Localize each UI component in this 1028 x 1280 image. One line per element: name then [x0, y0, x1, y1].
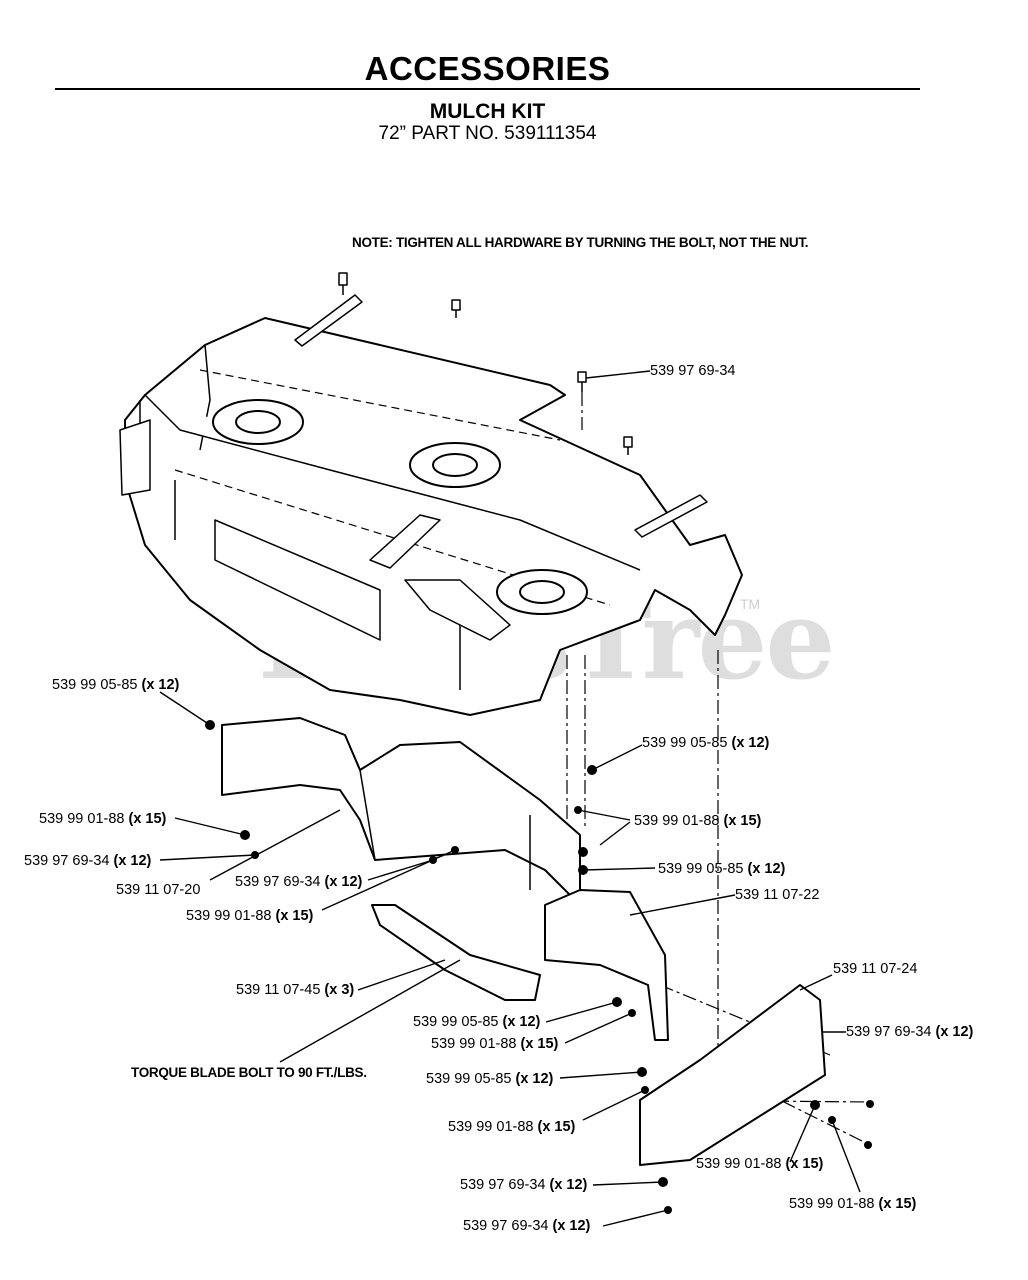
callout-part[interactable]: 539 99 01-88 (x 15) — [448, 1119, 575, 1135]
callout-part[interactable]: 539 99 01-88 (x 15) — [696, 1156, 823, 1172]
callout-part-number: 539 99 01-88 — [39, 811, 125, 827]
callout-part[interactable]: 539 11 07-20 — [116, 882, 200, 898]
callout-part[interactable]: 539 97 69-34 (x 12) — [460, 1177, 587, 1193]
callout-qty: (x 15) — [537, 1119, 576, 1135]
callout-part[interactable]: 539 97 69-34 (x 12) — [235, 874, 362, 890]
callout-part[interactable]: 539 99 05-85 (x 12) — [426, 1071, 553, 1087]
callout-qty: (x 3) — [324, 982, 355, 998]
callout-part-number: 539 11 07-20 — [116, 882, 201, 898]
callout-qty: (x 12) — [549, 1177, 588, 1193]
callout-part-number: 539 99 05-85 — [642, 735, 728, 751]
blade — [371, 904, 541, 1001]
callout-part[interactable]: 539 97 69-34 (x 12) — [463, 1218, 590, 1234]
callout-part[interactable]: 539 99 01-88 (x 15) — [634, 813, 761, 829]
callout-qty: (x 15) — [785, 1156, 824, 1172]
torque-note: TORQUE BLADE BOLT TO 90 FT./LBS. — [131, 1065, 367, 1080]
callout-qty: (x 12) — [502, 1014, 541, 1030]
callout-part-number: 539 99 01-88 — [634, 813, 720, 829]
callout-part[interactable]: 539 97 69-34 (x 12) — [846, 1024, 973, 1040]
callout-qty: (x 15) — [275, 908, 314, 924]
callout-part[interactable]: 539 97 69-34 — [650, 363, 735, 379]
callout-part-number: 539 97 69-34 — [235, 874, 321, 890]
page-title: ACCESSORIES — [364, 50, 611, 87]
callout-part[interactable]: 539 99 01-88 (x 15) — [431, 1036, 558, 1052]
callout-part-number: 539 97 69-34 — [650, 363, 736, 379]
callout-part-number: 539 11 07-22 — [735, 887, 820, 903]
kit-part-number: 72” PART NO. 539111354 — [378, 123, 597, 144]
callout-part[interactable]: 539 11 07-24 — [833, 961, 917, 977]
watermark-tm: TM — [740, 596, 761, 612]
callout-part-number: 539 99 01-88 — [696, 1156, 782, 1172]
callout-part-number: 539 99 01-88 — [186, 908, 272, 924]
callout-qty: (x 12) — [552, 1218, 591, 1234]
callout-part-number: 539 99 01-88 — [431, 1036, 517, 1052]
callout-part-number: 539 97 69-34 — [846, 1024, 932, 1040]
callout-qty: (x 12) — [935, 1024, 974, 1040]
callout-part[interactable]: 539 99 01-88 (x 15) — [39, 811, 166, 827]
callout-part-number: 539 99 05-85 — [426, 1071, 512, 1087]
deck-bolts — [338, 272, 633, 455]
callout-part-number: 539 97 69-34 — [24, 853, 110, 869]
callout-qty: (x 12) — [731, 735, 770, 751]
hardware — [205, 720, 874, 1214]
callout-part-number: 539 99 01-88 — [448, 1119, 534, 1135]
callout-qty: (x 12) — [747, 861, 786, 877]
deck-brackets — [119, 294, 708, 641]
callout-part[interactable]: 539 99 01-88 (x 15) — [186, 908, 313, 924]
callout-part[interactable]: 539 99 05-85 (x 12) — [642, 735, 769, 751]
spindle-rings — [212, 399, 588, 615]
callout-part-number: 539 99 05-85 — [413, 1014, 499, 1030]
hardware-note: NOTE: TIGHTEN ALL HARDWARE BY TURNING TH… — [352, 235, 809, 250]
callout-part[interactable]: 539 11 07-45 (x 3) — [236, 982, 354, 998]
callout-qty: (x 15) — [878, 1196, 917, 1212]
kit-title: MULCH KIT — [429, 100, 546, 123]
callout-part[interactable]: 539 99 01-88 (x 15) — [789, 1196, 916, 1212]
callout-part-number: 539 97 69-34 — [463, 1218, 549, 1234]
callout-part-number: 539 99 05-85 — [52, 677, 138, 693]
callout-part-number: 539 11 07-45 — [236, 982, 321, 998]
baffle-right — [544, 889, 669, 1041]
callout-qty: (x 12) — [141, 677, 180, 693]
callout-part[interactable]: 539 99 05-85 (x 12) — [413, 1014, 540, 1030]
callout-qty: (x 12) — [113, 853, 152, 869]
baffle-plate — [639, 984, 826, 1166]
callout-part[interactable]: 539 97 69-34 (x 12) — [24, 853, 151, 869]
callout-part[interactable]: 539 99 05-85 (x 12) — [658, 861, 785, 877]
callout-qty: (x 15) — [520, 1036, 559, 1052]
callout-qty: (x 15) — [128, 811, 167, 827]
callout-part-number: 539 99 05-85 — [658, 861, 744, 877]
title-rule — [55, 88, 920, 90]
leader-lines — [159, 370, 861, 1227]
callout-qty: (x 15) — [723, 813, 762, 829]
callout-qty: (x 12) — [324, 874, 363, 890]
callout-qty: (x 12) — [515, 1071, 554, 1087]
callout-part-number: 539 99 01-88 — [789, 1196, 875, 1212]
callout-part[interactable]: 539 11 07-22 — [735, 887, 819, 903]
callout-part-number: 539 11 07-24 — [833, 961, 918, 977]
callout-part[interactable]: 539 99 05-85 (x 12) — [52, 677, 179, 693]
callout-part-number: 539 97 69-34 — [460, 1177, 546, 1193]
